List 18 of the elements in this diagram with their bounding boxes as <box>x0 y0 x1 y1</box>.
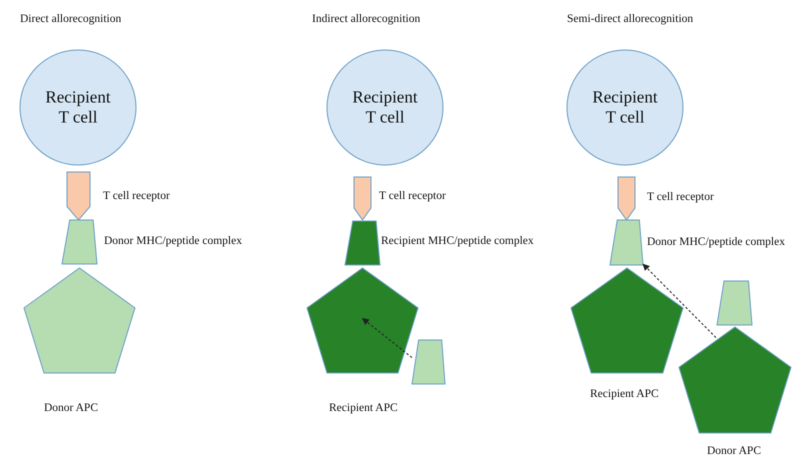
panel-title: Semi-direct allorecognition <box>567 13 694 27</box>
part-label: Donor MHC/peptide complex <box>647 236 785 250</box>
part-label: Recipient MHC/peptide complex <box>381 235 534 249</box>
arrow <box>362 318 412 358</box>
part-label: T cell receptor <box>103 190 170 204</box>
part-label: Recipient APC <box>329 402 398 416</box>
arrow <box>642 264 716 338</box>
panel-title: Indirect allorecognition <box>312 13 420 27</box>
part-label: Recipient APC <box>590 388 659 402</box>
cell-label: Recipient T cell <box>351 87 419 128</box>
part-label: T cell receptor <box>647 191 714 205</box>
part-label: Donor APC <box>44 402 98 416</box>
part-label: T cell receptor <box>379 190 446 204</box>
cell-label: Recipient T cell <box>591 87 659 128</box>
panel-title: Direct allorecognition <box>20 13 122 27</box>
part-label: Donor APC <box>707 445 761 459</box>
part-label: Donor MHC/peptide complex <box>104 235 242 249</box>
cell-label: Recipient T cell <box>44 87 112 128</box>
